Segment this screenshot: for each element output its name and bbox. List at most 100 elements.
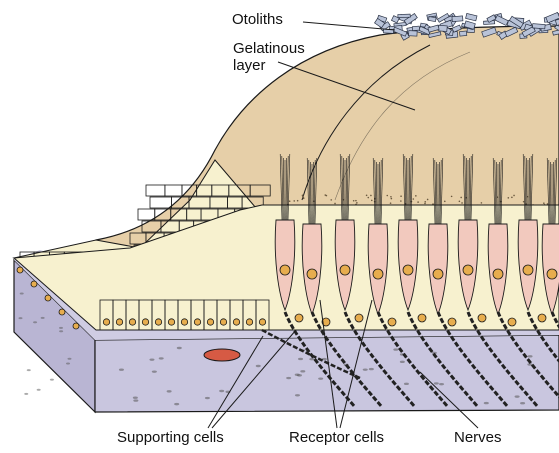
gel-dot [330,199,332,201]
gel-dot [324,194,326,196]
connective-cell [439,383,444,385]
label-otoliths: Otoliths [232,11,283,28]
gel-dot [413,198,415,200]
label-receptor-cells: Receptor cells [289,429,384,446]
receptor-cell-nucleus [403,265,413,275]
otolith-crystal [428,17,436,22]
supporting-cell-nucleus [207,319,213,325]
gel-dot [293,200,295,202]
connective-cell [515,395,520,397]
surface-cell [165,185,182,196]
gel-dot [297,200,299,202]
gel-dot [386,195,388,197]
connective-cell [20,293,24,295]
connective-cell [59,327,63,329]
receptor-cell-nucleus [547,269,557,279]
gel-dot [424,201,426,203]
gel-dot [367,197,369,199]
otolith-crystal [412,26,419,31]
connective-cell [167,390,172,392]
gel-dot [334,203,336,205]
gel-dot [459,200,461,202]
label-gelatinous-layer: Gelatinous layer [233,40,328,74]
receptor-cell-nucleus [340,265,350,275]
connective-cell [177,347,182,349]
supporting-cell-nucleus [168,319,174,325]
connective-cell [369,368,374,370]
receptor-cell-nucleus [493,269,503,279]
label-nerves: Nerves [454,429,502,446]
connective-cell [295,374,300,376]
connective-cell [256,365,261,367]
gel-dot [390,202,392,204]
gel-dot [303,198,305,200]
connective-cell [133,399,138,401]
supporting-cell-nucleus [73,323,79,329]
gel-dot [451,196,453,198]
gel-dot [513,195,515,197]
connective-cell [286,377,291,379]
gel-dot [400,200,402,202]
otolith-crystal [438,25,447,31]
gel-dot [543,202,545,204]
supporting-cell-nucleus [142,319,148,325]
connective-cell [174,403,179,405]
connective-cell [66,362,70,364]
connective-cell [400,361,405,363]
connective-cell [59,330,63,332]
label-supporting-cells: Supporting cells [117,429,224,446]
surface-cell [146,185,165,196]
connective-cell [393,348,398,350]
connective-cell [434,382,439,384]
connective-cell [528,355,533,357]
otolith-crystal [466,13,477,20]
connective-cell [404,383,409,385]
supporting-cell-nucleus [508,318,516,326]
connective-cell [520,402,525,404]
gel-dot [424,203,426,205]
otolith-crystal [398,14,410,18]
red-blood-cell [204,349,240,361]
connective-cell [205,397,210,399]
connective-cell [133,397,138,399]
receptor-cell-nucleus [307,269,317,279]
connective-cell [298,358,303,360]
connective-cell [159,357,164,359]
gel-dot [460,197,462,199]
receptor-cell-nucleus [463,265,473,275]
connective-cell [318,377,323,379]
connective-cell [33,321,37,323]
supporting-cell-nucleus [295,314,303,322]
supporting-cell-nucleus [538,314,546,322]
supporting-cell-nucleus [31,281,37,287]
connective-cell [37,389,41,391]
supporting-cell-nucleus [116,319,122,325]
connective-cell [219,390,224,392]
connective-cell [295,394,300,396]
supporting-cell-nucleus [45,295,51,301]
otolith-crystal [409,31,418,36]
receptor-cell-nucleus [523,265,533,275]
supporting-cell-nucleus [418,314,426,322]
gel-dot [353,200,355,202]
supporting-cell-nucleus [259,319,265,325]
connective-cell [149,358,154,360]
gel-dot [390,196,392,198]
connective-cell [67,358,71,360]
gel-dot [356,202,358,204]
gel-dot [371,200,373,202]
connective-cell [363,368,368,370]
connective-cell [18,317,22,319]
supporting-cell-nucleus [194,319,200,325]
gel-dot [444,201,446,203]
supporting-cell-nucleus [155,319,161,325]
gel-dot [417,201,419,203]
surface-cell [150,197,171,208]
gel-dot [391,198,393,200]
supporting-cell-nucleus [246,319,252,325]
connective-cell [119,369,124,371]
otolith-crystal [452,16,463,22]
connective-cell [152,370,157,372]
gel-dot [427,199,429,201]
